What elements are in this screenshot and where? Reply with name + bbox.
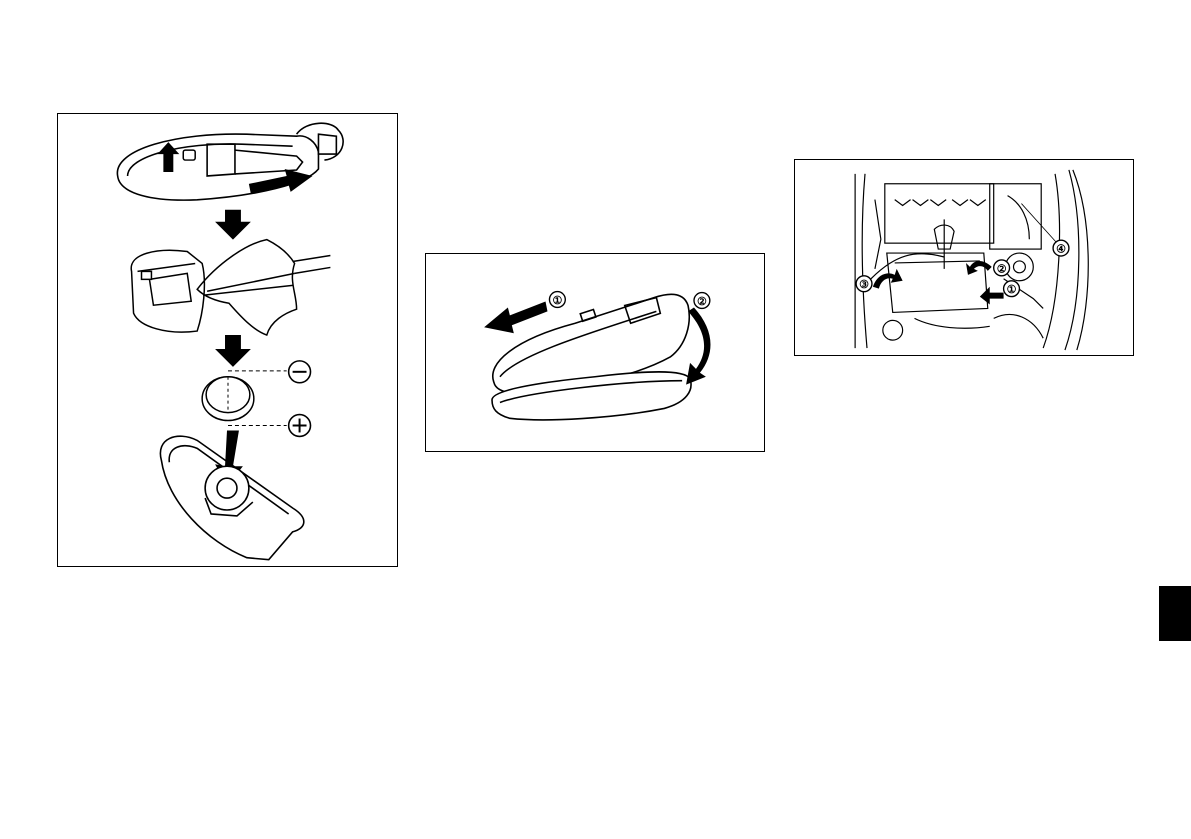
figure-key-battery-replacement bbox=[57, 113, 398, 567]
section-tab-marker bbox=[1159, 586, 1191, 641]
arrow-curved-right-icon bbox=[873, 269, 903, 289]
svg-text:②: ② bbox=[697, 296, 707, 308]
callout-1: ① bbox=[549, 292, 565, 308]
callout-1: ① bbox=[1004, 281, 1020, 297]
arrow-up-icon bbox=[157, 142, 179, 172]
svg-text:①: ① bbox=[1007, 284, 1017, 296]
engine-bay-lines bbox=[855, 170, 1088, 350]
callout-2: ② bbox=[994, 260, 1010, 276]
fob-opening-illustration: ① ② bbox=[426, 254, 764, 451]
polarity-plus-icon bbox=[289, 415, 311, 437]
svg-text:④: ④ bbox=[1056, 244, 1066, 256]
svg-text:②: ② bbox=[997, 263, 1007, 275]
arrow-left-icon bbox=[980, 287, 1004, 305]
svg-text:①: ① bbox=[553, 295, 563, 307]
figure-fob-opening: ① ② bbox=[425, 253, 765, 452]
arrow-down-icon bbox=[215, 335, 251, 367]
callout-2: ② bbox=[694, 293, 710, 309]
arrow-curved-left-icon bbox=[966, 261, 992, 275]
engine-compartment-illustration: ① ② ③ ④ bbox=[795, 160, 1133, 355]
callout-3: ③ bbox=[856, 276, 872, 292]
arrow-down-icon bbox=[215, 210, 251, 240]
arrow-left-icon bbox=[484, 302, 547, 334]
figure-engine-compartment: ① ② ③ ④ bbox=[794, 159, 1134, 356]
key-fob-top bbox=[117, 123, 343, 200]
callout-4: ④ bbox=[1053, 240, 1069, 256]
polarity-minus-icon bbox=[289, 361, 311, 383]
key-fob-prying bbox=[131, 240, 330, 335]
svg-text:③: ③ bbox=[859, 279, 869, 291]
key-battery-illustration bbox=[58, 114, 397, 566]
